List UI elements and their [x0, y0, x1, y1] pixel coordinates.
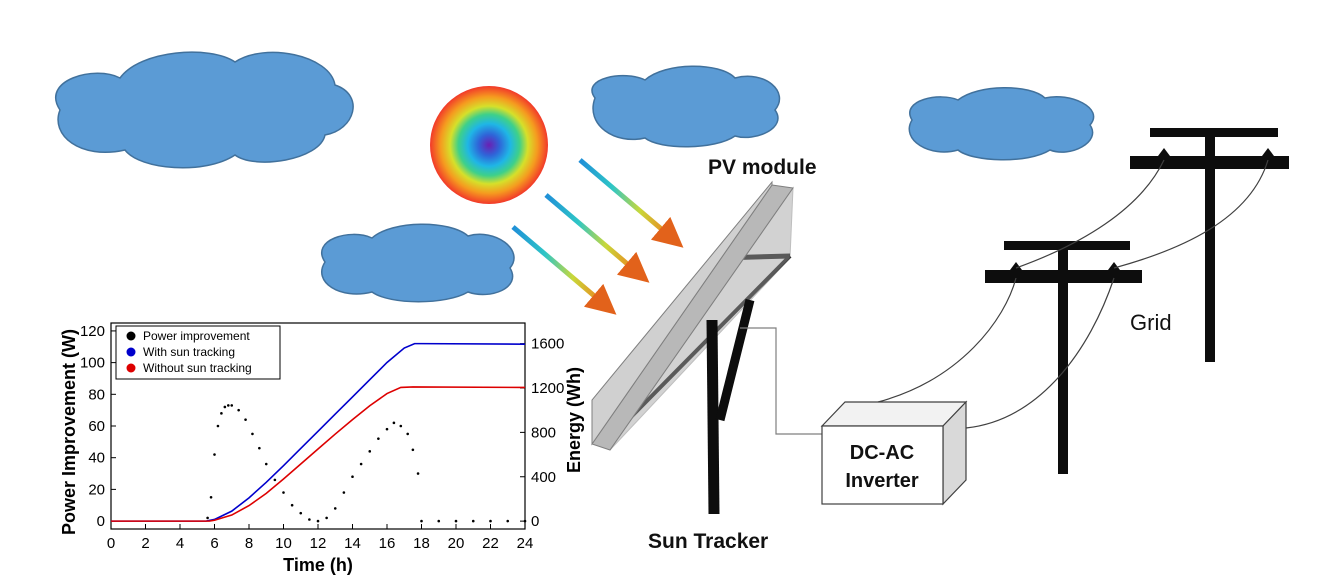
power-pole-near — [985, 241, 1142, 474]
power-improvement-point — [237, 408, 240, 412]
power-improvement-point — [258, 446, 261, 450]
power-improvement-point — [454, 519, 458, 523]
x-tick-label: 24 — [517, 535, 534, 552]
y-right-tick-label: 1600 — [531, 336, 564, 353]
legend-marker-icon — [126, 347, 136, 357]
cloud-icon — [591, 65, 781, 148]
ray-arrow-icon — [544, 193, 650, 283]
power-improvement-point — [230, 404, 234, 407]
power-improvement-point — [392, 421, 396, 425]
y-right-tick-label: 400 — [531, 469, 556, 486]
power-improvement-point — [223, 405, 227, 409]
power-improvement-point — [290, 503, 294, 507]
pv-module-label: PV module — [708, 156, 817, 179]
power-improvement-point — [273, 478, 277, 482]
power-improvement-point — [420, 519, 423, 523]
power-improvement-point — [368, 450, 372, 453]
y-left-tick-label: 0 — [97, 513, 105, 530]
y-left-tick-label: 120 — [80, 323, 105, 340]
ray-arrow-icon — [511, 225, 617, 315]
y-right-tick-label: 800 — [531, 424, 556, 441]
x-tick-label: 12 — [310, 535, 327, 552]
power-improvement-point — [471, 519, 475, 523]
power-improvement-point — [216, 424, 220, 428]
power-improvement-point — [220, 412, 223, 415]
power-improvement-point — [411, 448, 415, 452]
power-improvement-point — [299, 511, 303, 515]
power-improvement-point — [489, 519, 492, 523]
power-improvement-point — [227, 404, 230, 407]
power-improvement-point — [406, 432, 410, 436]
power-improvement-point — [359, 462, 363, 466]
x-tick-label: 22 — [482, 535, 499, 552]
power-improvement-point — [264, 462, 268, 466]
power-improvement-point — [209, 496, 213, 499]
x-tick-label: 8 — [245, 535, 253, 552]
cloud-icon — [908, 87, 1095, 161]
legend-label: Power improvement — [143, 329, 250, 343]
y-left-tick-label: 40 — [88, 450, 105, 467]
x-tick-label: 0 — [107, 535, 115, 552]
sun-tracker-label: Sun Tracker — [648, 530, 768, 553]
y-left-tick-label: 100 — [80, 355, 105, 372]
without-tracking-line — [111, 386, 526, 522]
power-improvement-point — [251, 432, 254, 436]
power-improvement-point — [351, 475, 354, 479]
cloud-icon — [321, 223, 515, 303]
x-tick-label: 6 — [210, 535, 218, 552]
power-improvement-point — [416, 472, 420, 475]
y-axis-left-label: Power Improvement (W) — [59, 329, 79, 535]
dc-cable — [740, 327, 824, 435]
legend-marker-icon — [126, 331, 136, 341]
x-tick-label: 14 — [344, 535, 361, 552]
legend-label: Without sun tracking — [143, 361, 252, 375]
power-improvement-point — [506, 519, 510, 523]
power-improvement-point — [316, 519, 320, 523]
y-left-tick-label: 80 — [88, 386, 105, 403]
x-tick-label: 4 — [176, 535, 184, 552]
power-improvement-point — [377, 437, 380, 440]
y-left-tick-label: 60 — [88, 418, 105, 435]
power-improvement-point — [206, 516, 209, 520]
ray-arrow-icon — [578, 158, 684, 248]
grid-wires — [877, 159, 1269, 429]
power-improvement-point — [325, 516, 328, 520]
power-improvement-point — [342, 491, 346, 494]
x-axis-label: Time (h) — [283, 555, 353, 575]
x-tick-label: 18 — [413, 535, 430, 552]
y-right-tick-label: 1200 — [531, 380, 564, 397]
sun-tracker — [706, 298, 755, 515]
power-improvement-point — [399, 424, 403, 428]
with-tracking-line — [111, 342, 526, 522]
x-tick-label: 20 — [448, 535, 465, 552]
pv-module — [591, 180, 794, 451]
power-improvement-point — [437, 519, 441, 523]
power-improvement-point — [308, 518, 311, 521]
y-axis-right-label: Energy (Wh) — [564, 367, 584, 473]
inverter-label-line1: DC-AC — [850, 442, 914, 464]
grid-label: Grid — [1130, 310, 1172, 335]
inverter-box — [820, 400, 968, 506]
x-tick-label: 16 — [379, 535, 396, 552]
power-improvement-point — [523, 519, 527, 523]
power-pole-far — [1130, 128, 1289, 362]
power-improvement-point — [385, 427, 389, 431]
legend-marker-icon — [126, 363, 136, 373]
y-right-tick-label: 0 — [531, 513, 539, 530]
x-tick-label: 2 — [141, 535, 149, 552]
y-left-tick-label: 20 — [88, 481, 105, 498]
sun-icon — [430, 86, 548, 204]
power-improvement-point — [282, 491, 285, 494]
x-tick-label: 10 — [275, 535, 292, 552]
inverter-label-line2: Inverter — [845, 470, 919, 492]
sun-rays — [511, 158, 684, 315]
power-improvement-point — [244, 418, 247, 421]
power-improvement-point — [333, 507, 337, 510]
power-improvement-point — [213, 453, 216, 456]
legend-label: With sun tracking — [143, 345, 235, 359]
cloud-icon — [55, 51, 354, 169]
